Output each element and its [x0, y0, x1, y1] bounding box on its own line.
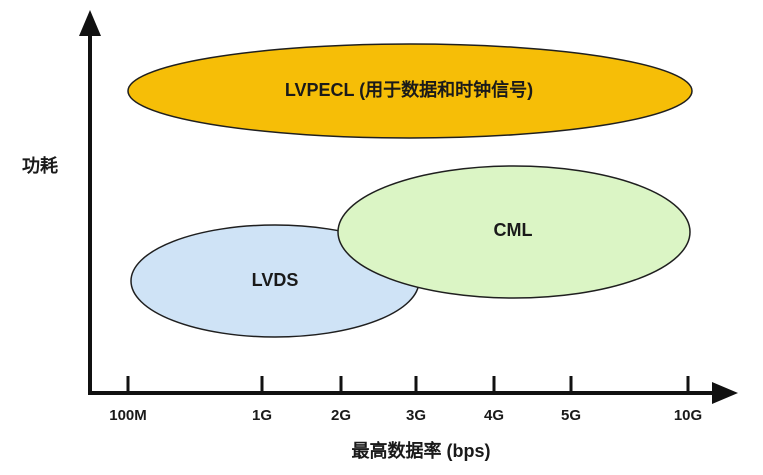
x-axis-ticks	[126, 376, 690, 393]
lvpecl-region	[127, 43, 693, 139]
cml-region	[337, 165, 691, 299]
lvpecl-label: LVPECL (用于数据和时钟信号)	[285, 79, 533, 100]
y-axis-arrow	[79, 10, 101, 36]
tick-label-3g: 3G	[406, 407, 426, 424]
x-axis-arrow	[712, 382, 738, 404]
tick-label-100m: 100M	[109, 407, 147, 424]
x-axis-label: 最高数据率 (bps)	[352, 440, 491, 461]
y-axis-label: 功耗	[22, 155, 58, 176]
tick-label-5g: 5G	[561, 407, 581, 424]
cml-label: CML	[494, 220, 533, 240]
tick-label-10g: 10G	[674, 407, 702, 424]
tick-label-4g: 4G	[484, 407, 504, 424]
lvds-label: LVDS	[252, 270, 299, 290]
tick-label-2g: 2G	[331, 407, 351, 424]
tick-label-1g: 1G	[252, 407, 272, 424]
